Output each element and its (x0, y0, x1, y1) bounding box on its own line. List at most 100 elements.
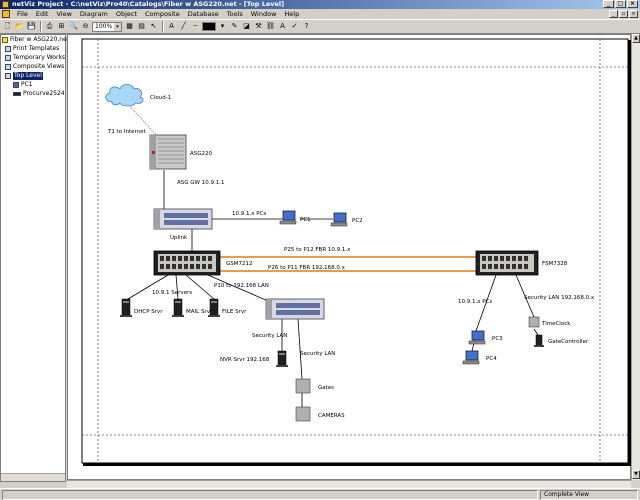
menu-help[interactable]: Help (284, 10, 300, 18)
status-pane-main (2, 490, 538, 500)
pc4-icon[interactable] (462, 350, 480, 365)
menu-tools[interactable]: Tools (226, 10, 243, 18)
uplink-switch-icon[interactable] (153, 208, 213, 230)
nvr-server-icon[interactable] (276, 350, 288, 367)
font-icon[interactable]: A (280, 22, 285, 30)
menu-composite[interactable]: Composite (145, 10, 180, 18)
mail-server-icon[interactable] (172, 298, 184, 317)
menu-object[interactable]: Object (115, 10, 138, 18)
tree-item-print-templates[interactable]: Print Templates (5, 45, 59, 53)
pointer-icon[interactable]: ↖ (150, 22, 157, 30)
fsm7328-switch-icon[interactable] (475, 250, 539, 276)
chevron-down-icon[interactable]: ▾ (114, 22, 121, 31)
pencil-icon[interactable]: ✎ (231, 22, 238, 30)
gates-icon[interactable] (295, 378, 311, 394)
dhcp-server-label: DHCP Srvr (134, 309, 163, 315)
tree-item-label: Print Templates (13, 45, 60, 52)
menu-database[interactable]: Database (187, 10, 219, 18)
new-icon[interactable]: 🗋 (4, 22, 11, 30)
tree-item-procurve[interactable]: Procurve2524 (13, 90, 65, 98)
pc2-icon[interactable] (330, 212, 348, 227)
text-tool-icon[interactable]: A (169, 22, 174, 30)
help-icon[interactable]: ? (304, 22, 309, 30)
print-icon[interactable]: ⎙ (46, 22, 53, 30)
zoom-select[interactable]: 100%▾ (92, 21, 122, 32)
pc1-icon[interactable] (279, 210, 297, 225)
horizontal-scrollbar[interactable] (67, 480, 631, 488)
gates-line (297, 318, 303, 380)
zoom-icon[interactable]: 🔍 (69, 22, 78, 30)
title-bar: netViz Project - C:\netViz\Pro40\Catalog… (0, 0, 640, 9)
fiber-link-2-label: P26 to P11 FBR 192.168.0.x (268, 265, 346, 271)
check-icon[interactable]: ✓ (291, 22, 298, 30)
zoom-out-icon[interactable]: ⊖ (82, 22, 89, 30)
tree-item-top-level[interactable]: Top Level (5, 72, 43, 80)
scroll-up-icon[interactable]: ▲ (632, 34, 640, 43)
timeclock-icon[interactable] (528, 316, 540, 328)
security-lan-switch-icon[interactable] (265, 298, 325, 320)
pc3-label: PC3 (492, 336, 503, 342)
document-icon[interactable] (2, 10, 10, 18)
fill-icon[interactable]: ◪ (243, 22, 250, 30)
link-icon[interactable]: ⛓ (266, 22, 275, 30)
dash-tool-icon[interactable]: ┄ (193, 22, 198, 30)
window-title: netViz Project - C:\netViz\Pro40\Catalog… (12, 0, 285, 8)
gsm7212-switch-icon[interactable] (153, 250, 221, 276)
tree-item-label: PC1 (21, 81, 33, 88)
mdi-restore-button[interactable]: ▫ (619, 10, 628, 18)
close-button[interactable]: × (627, 0, 638, 8)
tree-root[interactable]: Fiber w ASG220.net (2, 36, 69, 44)
zoom-value: 100% (95, 22, 113, 30)
app-icon (2, 1, 9, 8)
menu-view[interactable]: View (56, 10, 72, 18)
layout-icon[interactable]: ▤ (138, 22, 145, 30)
menu-diagram[interactable]: Diagram (79, 10, 108, 18)
tools-icon[interactable]: ⚒ (255, 22, 262, 30)
gatecontroller-icon[interactable] (534, 334, 544, 347)
save-icon[interactable]: 💾 (27, 22, 36, 30)
gsm7212-label: GSM7212 (226, 261, 253, 267)
tree-item-label: Top Level (13, 72, 43, 80)
asg220-device-icon[interactable] (149, 134, 187, 170)
page-shadow (628, 40, 631, 466)
chevron-down-icon[interactable]: ▾ (220, 22, 225, 30)
file-server-icon[interactable] (208, 298, 220, 317)
dhcp-line (127, 274, 169, 300)
pc3-icon[interactable] (468, 330, 486, 345)
diagram-canvas[interactable]: Cloud-1 T1 to Internet ASG220 ASG GW 10.… (67, 34, 631, 480)
timeclock-line (515, 274, 535, 318)
open-icon[interactable]: 📂 (15, 22, 24, 30)
zoom-fit-icon[interactable]: ⊞ (58, 22, 65, 30)
tree-item-pc1[interactable]: PC1 (13, 81, 33, 89)
scroll-down-icon[interactable]: ▼ (632, 470, 640, 479)
t1-link (125, 101, 161, 140)
tree-item-composite-views[interactable]: Composite Views (5, 63, 64, 71)
pc2-label: PC2 (352, 218, 363, 224)
tree-item-label: Procurve2524 (23, 90, 65, 97)
switch-icon (13, 92, 21, 96)
dhcp-server-icon[interactable] (120, 298, 132, 317)
security-lan-3-label: Security LAN 192.168.0.x (524, 295, 595, 301)
diagram-icon (5, 73, 11, 79)
security-lan-2-label: Security LAN (300, 351, 335, 357)
file-line (185, 274, 215, 300)
tree-item-label: Composite Views (13, 63, 65, 70)
cloud-icon[interactable] (105, 84, 144, 107)
uplink-label: Uplink (170, 235, 188, 241)
cameras-icon[interactable] (295, 406, 311, 422)
vertical-scrollbar[interactable]: ▲ ▼ (631, 34, 640, 480)
mdi-minimize-button[interactable]: _ (609, 10, 618, 18)
line-tool-icon[interactable]: ╱ (181, 22, 186, 30)
menu-edit[interactable]: Edit (35, 10, 49, 18)
minimize-button[interactable]: _ (603, 0, 614, 8)
mdi-close-button[interactable]: × (629, 10, 638, 18)
tree-item-temporary[interactable]: Temporary Works (5, 54, 65, 62)
menu-file[interactable]: File (17, 10, 28, 18)
gatecontroller-line (533, 328, 539, 336)
menu-window[interactable]: Window (250, 10, 277, 18)
grid-icon[interactable]: ▦ (126, 22, 133, 30)
servers-link-label: 10.9.1 Servers (152, 290, 192, 296)
maximize-button[interactable]: □ (615, 0, 626, 8)
line-color-swatch[interactable] (202, 22, 216, 31)
sidebar-scrollbar[interactable] (1, 473, 65, 481)
